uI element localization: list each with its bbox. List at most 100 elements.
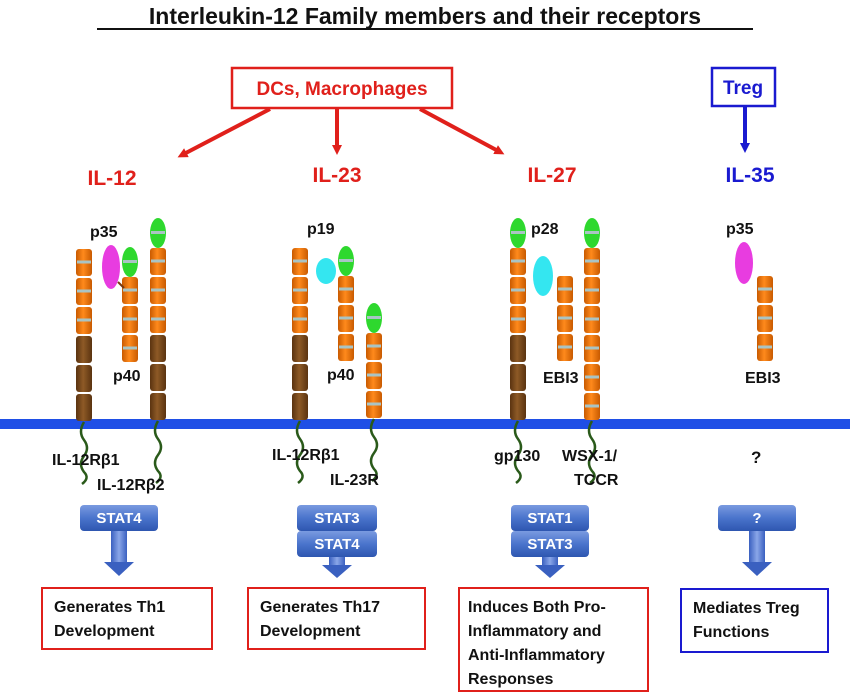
family-name-il35: IL-35 [725,164,774,187]
il12-receptor-b2-band [151,317,165,321]
il12-receptor-b1-segment [76,336,92,363]
il23-p40-cap-band [339,259,353,262]
il12-receptor-1: IL-12Rβ1 [52,452,120,469]
il35-outcome-box: Mediates Treg Functions [680,588,829,653]
family-name-il23: IL-23 [312,164,361,187]
il23-receptor-23r-band [367,402,381,406]
il23-receptor-b1-segment [292,335,308,362]
il12-subunit-p35: p35 [90,224,118,241]
il27-receptor-wsx1-band [585,317,599,321]
il35-outcome-line-1: Mediates Treg [693,600,800,617]
il27-subunit-p28: p28 [531,221,559,238]
il12-receptor-b1-segment [76,394,92,421]
il23-p40-band [339,287,353,291]
il23-outcome-line-2: Development [260,623,361,640]
il12-outcome-box: Generates Th1 Development [41,587,213,650]
il27-outcome-line-1: Induces Both Pro- [468,599,606,616]
il12-receptor-b2-cap-band [151,231,165,234]
il12-stat-1: STAT4 [96,510,142,527]
il12-p35-domain [102,245,120,289]
il27-receptor-wsx1-band [585,288,599,292]
il12-disulfide-link [117,281,125,289]
il27-receptor-wsx1-band [585,404,599,408]
source-dc-macrophages-label: DCs, Macrophages [256,79,427,100]
il27-receptor-gp130-cap-band [511,231,525,234]
il23-receptor-b1-band [293,317,307,321]
il23-receptor-23r-cap-band [367,316,381,319]
il12-outcome-line-1: Generates Th1 [54,599,165,616]
cell-membrane [0,419,850,429]
il23-receptor-b1-segment [292,393,308,420]
il23-stat-signal: STAT3 STAT4 [297,505,377,578]
il27-receptor-wsx1-cap-band [585,231,599,234]
il12-receptor-b2-tail [153,420,163,484]
il27-receptor-gp130-band [511,317,525,321]
arrow-to-il27 [419,107,505,155]
il27-receptor-wsx1-band [585,346,599,350]
il23-stat-1: STAT3 [314,510,359,527]
il23-outcome-line-1: Generates Th17 [260,599,380,616]
il12-p40-cap-band [123,260,137,263]
il27-stat-1: STAT1 [527,510,572,527]
il27-outcome-line-3: Anti-Inflammatory [468,647,605,664]
il35-p35-domain [735,242,753,284]
il12-receptor-b2-segment [150,335,166,362]
il27-receptor-wsx1-band [585,259,599,263]
il27-p28-domain [533,256,553,296]
il12-outcome-line-2: Development [54,623,155,640]
arrow-to-il12 [177,107,271,158]
source-dc-macrophages: DCs, Macrophages [230,66,454,110]
il12-subunit-p40: p40 [113,368,141,385]
il12-stat-signal: STAT4 [80,505,158,576]
il23-receptor-23r-band [367,344,381,348]
il27-outcome-line-2: Inflammatory and [468,623,601,640]
il27-receptor-wsx1-band [585,375,599,379]
il12-receptor-b1-band [77,260,91,264]
il23-subunit-p19: p19 [307,221,335,238]
il12-receptor-b2-band [151,288,165,292]
il27-receptor-gp130-band [511,259,525,263]
il27-receptor-1: gp130 [494,448,540,465]
il23-receptor-1: IL-12Rβ1 [272,447,340,464]
diagram-title: Interleukin-12 Family members and their … [149,3,701,29]
il35-subunit-ebi3: EBI3 [745,370,781,387]
il27-outcome-box: Induces Both Pro- Inflammatory and Anti-… [458,587,649,692]
il27-receptor-gp130-segment [510,335,526,362]
il12-receptor-b1-band [77,289,91,293]
il23-receptor-b1-tail [295,420,305,484]
il12-receptor-b2-band [151,259,165,263]
il27-ebi3-band [558,287,572,291]
il12-p40-band [123,317,137,321]
il12-receptor-b2-segment [150,393,166,420]
il35-stat-signal: ? [718,505,796,576]
source-treg-label: Treg [723,78,763,99]
il27-ebi3-band [558,345,572,349]
il27-stat-signal: STAT1 STAT3 [511,505,589,578]
il35-ebi3-band [758,345,772,349]
il12-receptor-b2-segment [150,364,166,391]
il12-receptor-b1-tail [79,421,89,485]
family-name-il27: IL-27 [527,164,576,187]
il27-receptor-gp130-segment [510,364,526,391]
il35-stat-unknown: ? [752,510,761,527]
source-treg: Treg [710,66,777,108]
il27-outcome-line-4: Responses [468,671,553,688]
il23-p40-band [339,316,353,320]
il35-subunit-p35: p35 [726,221,754,238]
il23-receptor-b1-band [293,288,307,292]
il23-p19-domain [316,258,336,284]
il27-receptor-gp130-tail [513,420,523,484]
il23-outcome-box: Generates Th17 Development [247,587,426,650]
il27-stat-2: STAT3 [527,536,572,553]
il27-receptor-2a: WSX-1/ [562,448,618,465]
molecule-layer [76,218,773,485]
il23-subunit-p40: p40 [327,367,355,384]
il27-subunit-ebi3: EBI3 [543,370,579,387]
il35-outcome-line-2: Functions [693,624,770,641]
il27-receptor-gp130-band [511,288,525,292]
il27-receptor-wsx1-tail [587,420,597,484]
il23-p40-band [339,345,353,349]
il35-ebi3-band [758,287,772,291]
il12-receptor-b1-band [77,318,91,322]
il12-receptor-2: IL-12Rβ2 [97,477,165,494]
